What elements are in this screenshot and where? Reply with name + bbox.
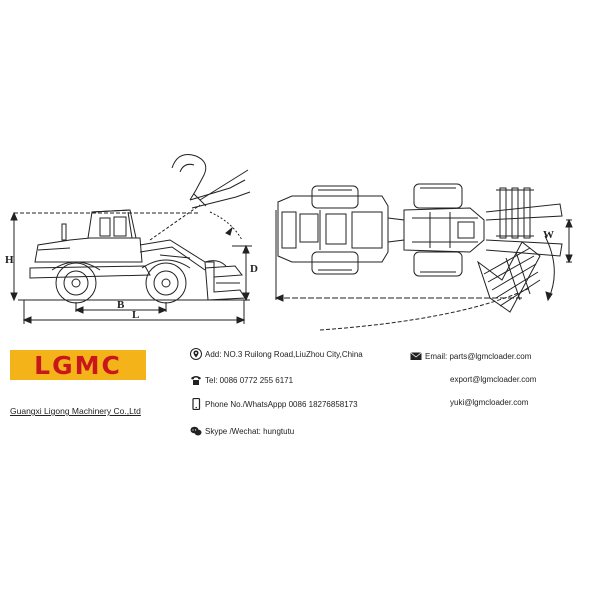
contact-skype: Skype /Wechat: hungtutu bbox=[190, 425, 294, 437]
phone-text: Phone No./WhatsAppp 0086 18276858173 bbox=[205, 399, 358, 409]
contact-email-1: Email: parts@lgmcloader.com bbox=[410, 350, 531, 362]
address-text: Add: NO.3 Ruilong Road,LiuZhou City,Chin… bbox=[205, 349, 363, 359]
top-view bbox=[274, 183, 573, 331]
dim-label-h: H bbox=[5, 254, 14, 266]
company-name: Guangxi Ligong Machinery Co.,Ltd bbox=[10, 406, 141, 416]
email-text-3[interactable]: yuki@lgmcloader.com bbox=[450, 398, 529, 407]
tel-text: Tel: 0086 0772 255 6171 bbox=[205, 375, 294, 385]
email-text-1[interactable]: Email: parts@lgmcloader.com bbox=[425, 351, 532, 361]
contact-email-2: export@lgmcloader.com bbox=[450, 375, 536, 384]
chat-bubbles-icon bbox=[190, 425, 202, 437]
contact-address: Add: NO.3 Ruilong Road,LiuZhou City,Chin… bbox=[190, 348, 363, 360]
telephone-icon bbox=[190, 374, 202, 386]
contact-email-3: yuki@lgmcloader.com bbox=[450, 398, 528, 407]
envelope-icon bbox=[410, 350, 422, 362]
side-view bbox=[10, 154, 252, 324]
email-text-2[interactable]: export@lgmcloader.com bbox=[450, 375, 537, 384]
contact-phone: Phone No./WhatsAppp 0086 18276858173 bbox=[190, 398, 358, 410]
dim-label-l: L bbox=[132, 309, 139, 321]
location-pin-icon bbox=[190, 348, 202, 360]
dim-label-d: D bbox=[250, 263, 258, 275]
dim-label-w: W bbox=[543, 229, 554, 241]
skype-text: Skype /Wechat: hungtutu bbox=[205, 426, 295, 436]
loader-dimension-drawing: H D B L W bbox=[5, 154, 573, 331]
company-logo: LGMC bbox=[10, 350, 146, 380]
logo-text: LGMC bbox=[34, 350, 122, 380]
mobile-phone-icon bbox=[190, 398, 202, 410]
contact-tel: Tel: 0086 0772 255 6171 bbox=[190, 374, 293, 386]
dim-label-b: B bbox=[117, 299, 125, 311]
